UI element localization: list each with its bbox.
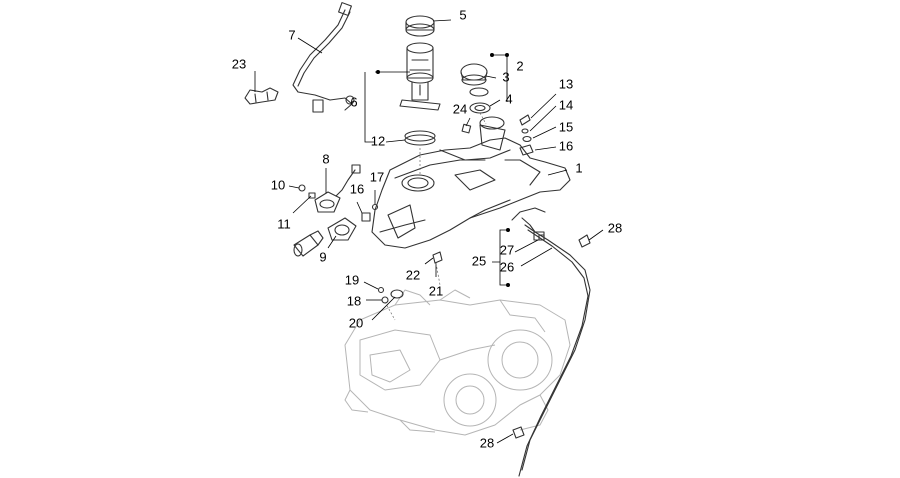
fuel-filter [293,230,324,257]
bolt-13 [519,114,531,126]
callout-11: 11 [277,216,291,231]
cap-gasket [469,87,489,97]
callout-13: 13 [559,76,573,91]
bracket-dots [376,53,510,287]
fitting-17 [371,203,379,211]
callout-25: 25 [472,253,486,268]
callout-27: 27 [500,242,514,257]
fuel-tank [371,137,571,249]
callout-2: 2 [516,58,523,73]
fuel-pump [399,42,441,111]
sender-clamp [308,192,316,199]
fuel-level-sender [314,164,361,213]
callout-8: 8 [322,151,329,166]
callout-18: 18 [347,293,361,308]
drain-fitting-21 [432,251,443,264]
callout-6: 6 [350,94,357,109]
callout-3: 3 [502,69,509,84]
callout-23: 23 [232,56,246,71]
callout-9: 9 [319,249,326,264]
callout-10: 10 [271,177,285,192]
leader-lines [254,19,604,444]
cap-seal-ring [469,102,491,114]
vent-hose [511,207,591,477]
callout-28-top: 28 [608,220,622,235]
clamp-20 [390,289,404,299]
sender-screw [298,184,306,192]
callout-16-left: 16 [350,181,364,196]
callout-12: 12 [371,133,385,148]
callout-24: 24 [453,101,467,116]
fuel-cap [460,63,488,86]
filler-neck [479,116,506,151]
fuel-hose [292,2,355,113]
callout-16-right: 16 [559,138,573,153]
washer-15 [522,135,532,143]
hose-clip-28-bottom [512,426,525,439]
engine-assembly [344,289,571,436]
callout-15: 15 [559,119,573,134]
callout-labels: 1 2 3 4 5 6 7 8 9 10 11 12 13 14 15 16 1… [232,7,622,450]
fitting-19 [377,286,385,294]
fitting-16-right [519,144,534,156]
callout-26: 26 [500,259,514,274]
callout-7: 7 [288,27,295,42]
fitting-24 [461,123,472,134]
callout-5: 5 [459,7,466,22]
pump-ring-nut [405,15,435,37]
callout-14: 14 [559,97,573,112]
callout-28-bottom: 28 [480,435,494,450]
callout-17: 17 [370,169,384,184]
callout-21: 21 [429,283,443,298]
callout-20: 20 [349,315,363,330]
pump-gasket [404,130,436,146]
callout-4: 4 [505,91,512,106]
hose-clip-28-top [578,234,591,248]
hose-clip [244,87,279,105]
fitting-16-left [361,212,371,222]
callout-22: 22 [406,267,420,282]
callout-19: 19 [345,272,359,287]
callout-1: 1 [575,160,582,175]
washer-14 [521,128,529,134]
sender-gasket [327,217,357,241]
